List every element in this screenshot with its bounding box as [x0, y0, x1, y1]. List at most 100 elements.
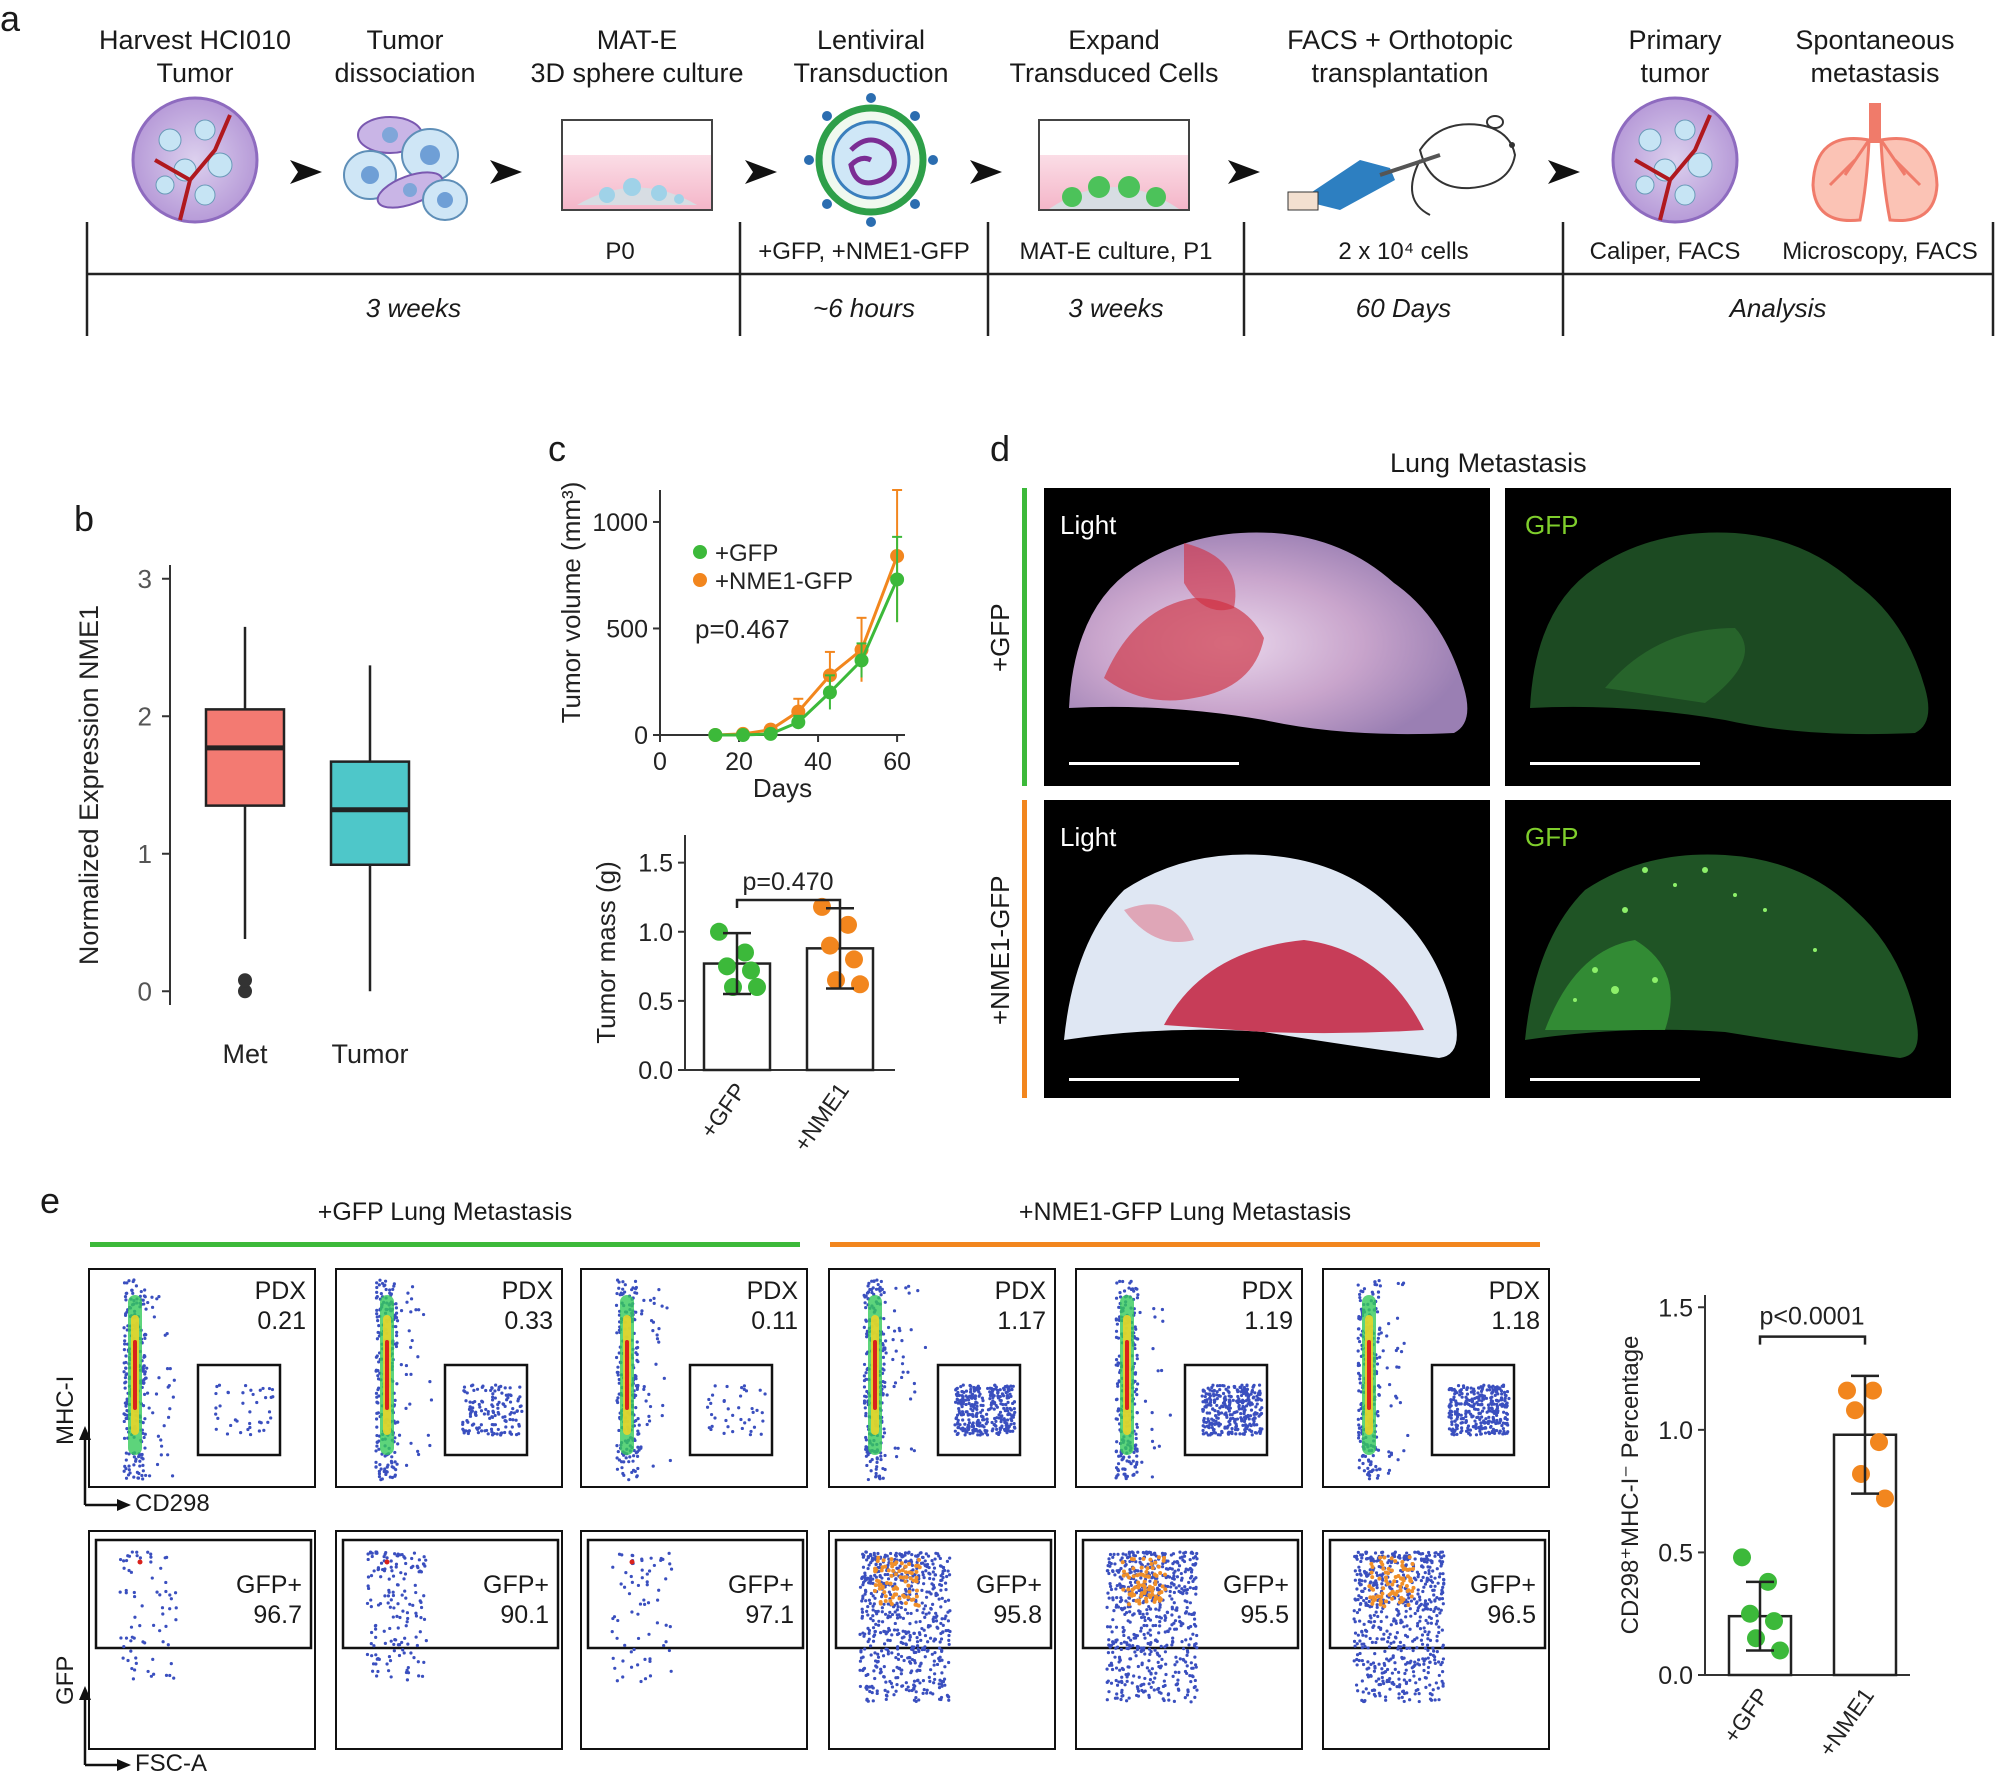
- event-dot: [985, 1429, 988, 1432]
- event-dot: [1190, 1661, 1193, 1664]
- event-dot: [1368, 1477, 1371, 1480]
- event-dot: [865, 1674, 868, 1677]
- event-dot: [897, 1596, 901, 1600]
- event-dot: [760, 1433, 763, 1436]
- event-dot: [615, 1304, 618, 1307]
- event-dot: [981, 1432, 984, 1435]
- event-dot: [392, 1594, 395, 1597]
- event-dot: [634, 1280, 637, 1283]
- event-dot: [896, 1608, 899, 1611]
- event-dot: [1408, 1679, 1411, 1682]
- event-dot: [376, 1440, 379, 1443]
- event-dot: [858, 1633, 861, 1636]
- event-dot: [1148, 1647, 1151, 1650]
- event-dot: [638, 1424, 641, 1427]
- event-dot: [1230, 1427, 1233, 1430]
- data-point: [764, 727, 778, 741]
- event-dot: [1260, 1399, 1263, 1402]
- event-dot: [1193, 1696, 1196, 1699]
- event-dot: [1187, 1626, 1190, 1629]
- series-line: [715, 579, 897, 735]
- event-dot: [962, 1384, 965, 1387]
- event-dot: [867, 1290, 870, 1293]
- event-dot: [899, 1616, 902, 1619]
- gfp-value: 97.1: [728, 1600, 794, 1630]
- event-dot: [489, 1389, 492, 1392]
- event-dot: [1359, 1381, 1362, 1384]
- y-tick-label: 1: [138, 839, 152, 869]
- event-dot: [873, 1553, 876, 1556]
- event-dot: [1113, 1573, 1116, 1576]
- event-dot: [1163, 1679, 1166, 1682]
- event-dot: [415, 1614, 418, 1617]
- event-dot: [1189, 1680, 1192, 1683]
- event-dot: [995, 1386, 998, 1389]
- event-dot: [383, 1467, 386, 1470]
- event-dot: [1369, 1463, 1372, 1466]
- event-dot: [1356, 1598, 1359, 1601]
- data-point: [855, 653, 869, 667]
- legend-marker: [693, 545, 707, 559]
- event-dot: [670, 1670, 673, 1673]
- event-dot: [900, 1606, 903, 1609]
- event-dot: [229, 1424, 232, 1427]
- event-dot: [1495, 1403, 1498, 1406]
- event-dot: [863, 1379, 866, 1382]
- event-dot: [1403, 1700, 1406, 1703]
- event-dot: [991, 1393, 994, 1396]
- event-dot: [897, 1569, 901, 1573]
- event-dot: [1141, 1573, 1145, 1577]
- event-dot: [753, 1426, 756, 1429]
- event-dot: [942, 1566, 945, 1569]
- event-dot: [866, 1567, 869, 1570]
- data-point: [710, 923, 728, 941]
- event-dot: [923, 1688, 926, 1691]
- event-dot: [939, 1656, 942, 1659]
- event-dot: [630, 1288, 633, 1291]
- event-dot: [900, 1641, 903, 1644]
- event-dot: [1138, 1561, 1141, 1564]
- event-dot: [1189, 1700, 1192, 1703]
- event-dot: [1455, 1403, 1458, 1406]
- event-dot: [377, 1387, 380, 1390]
- event-dot: [510, 1411, 513, 1414]
- event-dot: [1359, 1299, 1362, 1302]
- event-dot: [922, 1679, 925, 1682]
- event-dot: [469, 1415, 472, 1418]
- event-dot: [662, 1644, 665, 1647]
- event-dot: [1420, 1639, 1423, 1642]
- event-dot: [909, 1576, 913, 1580]
- event-dot: [417, 1660, 420, 1663]
- event-dot: [408, 1603, 411, 1606]
- event-dot: [1118, 1657, 1121, 1660]
- event-dot: [1117, 1462, 1120, 1465]
- event-dot: [1106, 1625, 1109, 1628]
- event-dot: [964, 1394, 967, 1397]
- density-core: [1125, 1340, 1129, 1410]
- event-dot: [480, 1400, 483, 1403]
- event-dot: [1134, 1432, 1137, 1435]
- event-dot: [395, 1554, 398, 1557]
- event-dot: [518, 1425, 521, 1428]
- event-dot: [616, 1679, 619, 1682]
- gate-box: [198, 1365, 280, 1455]
- event-dot: [904, 1608, 907, 1611]
- event-dot: [366, 1653, 369, 1656]
- event-dot: [1146, 1612, 1149, 1615]
- event-dot: [894, 1381, 897, 1384]
- event-dot: [915, 1576, 919, 1580]
- flow-scatter: [1077, 1532, 1303, 1750]
- event-dot: [1358, 1459, 1361, 1462]
- event-dot: [929, 1668, 932, 1671]
- event-dot: [864, 1318, 867, 1321]
- event-dot: [414, 1591, 417, 1594]
- event-dot: [882, 1675, 885, 1678]
- event-dot: [980, 1424, 983, 1427]
- event-dot: [1175, 1683, 1178, 1686]
- event-dot: [375, 1445, 378, 1448]
- event-dot: [403, 1557, 406, 1560]
- event-dot: [390, 1569, 393, 1572]
- gfp-plus-label: GFP+: [728, 1570, 794, 1600]
- event-dot: [392, 1643, 395, 1646]
- event-dot: [428, 1380, 431, 1383]
